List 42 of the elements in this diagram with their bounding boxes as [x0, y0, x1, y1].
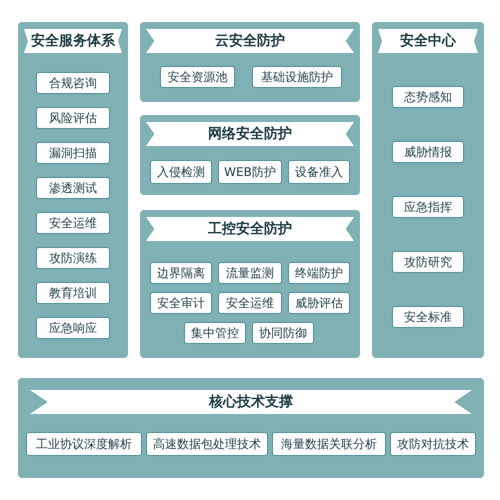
item-box: 攻防研究 [392, 251, 464, 273]
panel-title-banner: 云安全防护 [146, 29, 354, 53]
item-box: 威胁情报 [392, 141, 464, 163]
item-box: 应急响应 [36, 317, 110, 339]
item-box: 安全运维 [218, 292, 282, 314]
item-box: 高速数据包处理技术 [146, 432, 268, 456]
item-box: 漏洞扫描 [36, 142, 110, 164]
panel-background [18, 22, 128, 358]
panel-title-banner: 网络安全防护 [146, 122, 354, 146]
panel-title-banner: 核心技术支撑 [30, 390, 472, 414]
item-box: 设备准入 [288, 160, 350, 184]
item-box: 攻防演练 [36, 247, 110, 269]
panel-background [140, 210, 360, 358]
item-box: 海量数据关联分析 [272, 432, 386, 456]
item-box: 工业协议深度解析 [26, 432, 142, 456]
item-box: 合规咨询 [36, 72, 110, 94]
panel-background [372, 22, 484, 358]
item-box: 集中管控 [184, 322, 246, 344]
item-box: 安全资源池 [160, 66, 235, 88]
item-box: 渗透测试 [36, 177, 110, 199]
item-box: 攻防对抗技术 [390, 432, 476, 456]
item-box: WEB防护 [218, 160, 282, 184]
panel-background [18, 378, 484, 478]
item-box: 协同防御 [252, 322, 314, 344]
panel-background [140, 115, 360, 195]
item-box: 威胁评估 [288, 292, 350, 314]
item-box: 安全标准 [392, 306, 464, 328]
panel-title-banner: 工控安全防护 [146, 217, 354, 241]
item-box: 安全运维 [36, 212, 110, 234]
item-box: 终端防护 [288, 262, 350, 284]
item-box: 应急指挥 [392, 196, 464, 218]
panel-title-banner: 安全中心 [378, 29, 478, 53]
item-box: 流量监测 [218, 262, 282, 284]
item-box: 边界隔离 [150, 262, 212, 284]
panel-title-banner: 安全服务体系 [24, 29, 122, 53]
item-box: 风险评估 [36, 107, 110, 129]
item-box: 基础设施防护 [252, 66, 342, 88]
item-box: 教育培训 [36, 282, 110, 304]
item-box: 安全审计 [150, 292, 212, 314]
item-box: 态势感知 [392, 86, 464, 108]
item-box: 入侵检测 [150, 160, 212, 184]
panel-background [140, 22, 360, 102]
